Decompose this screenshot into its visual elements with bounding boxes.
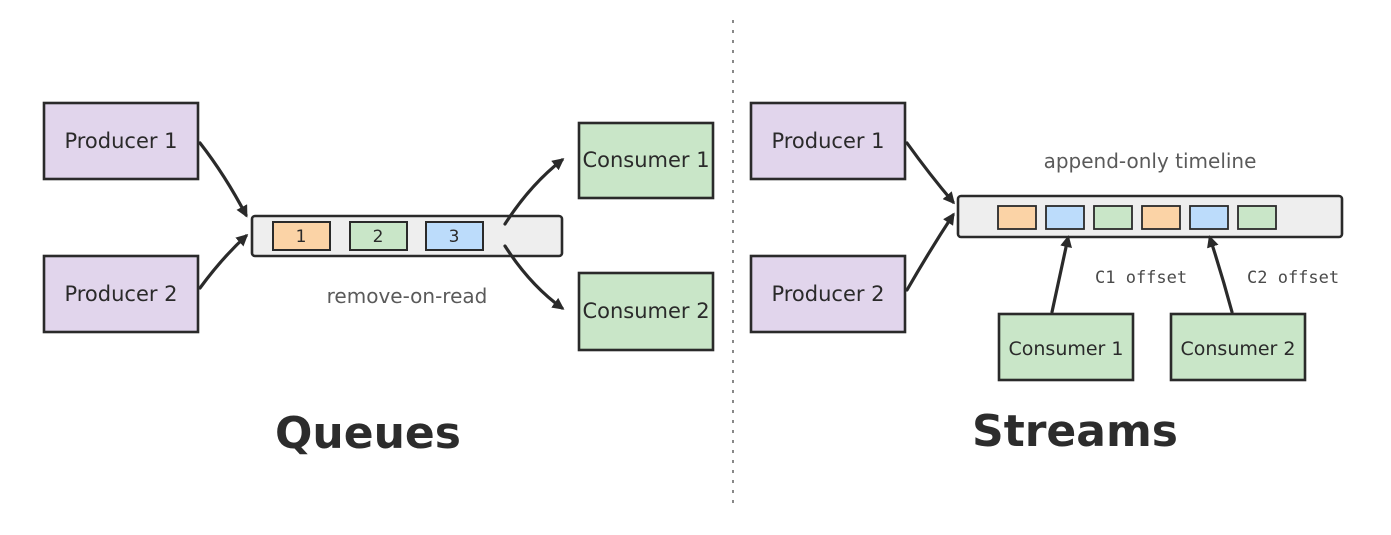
queue-caption: remove-on-read [327,284,488,308]
queue-message-3: 3 [425,221,484,251]
stream-entry [1189,205,1229,230]
stream-log [956,194,1344,239]
stream-producer-2: Producer 2 [749,254,907,334]
stream-entry [1237,205,1277,230]
queue-message-1-label: 1 [296,227,307,247]
stream-offset-arrow-c2 [1207,235,1234,314]
stream-consumer-1-label: Consumer 1 [1008,338,1123,360]
streams-section: Producer 1 Producer 2 append-only timeli… [749,101,1344,457]
stream-consumer-1: Consumer 1 [997,312,1135,382]
stream-consumer-2-label: Consumer 2 [1180,338,1295,360]
stream-caption: append-only timeline [1044,149,1257,173]
queue-message-1: 1 [272,221,331,251]
stream-offset-label-c2: C2 offset [1247,268,1339,288]
stream-producer-1: Producer 1 [749,101,907,181]
stream-arrow-producer-1 [905,141,955,205]
stream-entry [1093,205,1133,230]
queues-title: Queues [275,408,461,459]
stream-arrow-producer-2 [905,212,955,292]
queue-producer-1: Producer 1 [42,101,200,181]
queue-message-2-label: 2 [373,227,384,247]
stream-consumer-2: Consumer 2 [1169,312,1307,382]
stream-entry [1141,205,1181,230]
queue-message-3-label: 3 [449,227,460,247]
queue-arrow-consumer-1 [503,158,565,226]
queue-buffer: 1 2 3 [250,214,564,258]
stream-entry [1045,205,1085,230]
stream-entry [997,205,1037,230]
stream-offset-arrow-c1 [1050,235,1072,314]
stream-producer-1-label: Producer 1 [771,129,884,153]
queue-producer-1-label: Producer 1 [64,129,177,153]
queue-arrow-consumer-2 [503,244,565,310]
queues-section: Producer 1 Producer 2 1 2 3 remove-on-re… [42,101,715,459]
queue-message-2: 2 [349,221,408,251]
queue-producer-2-label: Producer 2 [64,282,177,306]
stream-producer-2-label: Producer 2 [771,282,884,306]
queue-arrow-producer-1 [198,141,248,218]
queue-arrow-producer-2 [198,233,249,290]
queue-producer-2: Producer 2 [42,254,200,334]
queue-consumer-2-label: Consumer 2 [582,299,709,323]
stream-offset-label-c1: C1 offset [1095,268,1187,288]
streams-title: Streams [972,406,1178,457]
queue-consumer-2: Consumer 2 [577,271,715,352]
queue-consumer-1-label: Consumer 1 [582,148,709,172]
queue-consumer-1: Consumer 1 [577,121,715,200]
